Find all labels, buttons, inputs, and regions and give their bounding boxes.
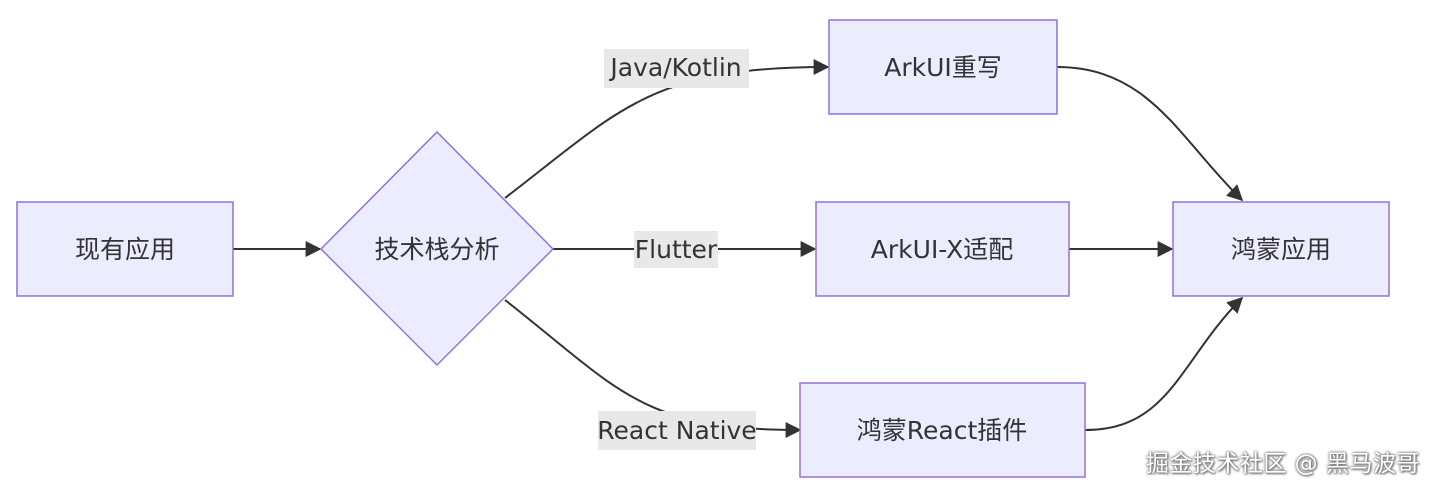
edge-analysis-to-react (504, 299, 802, 438)
node-harmony-app-label: 鸿蒙应用 (1231, 235, 1331, 264)
node-arkui-x-label: ArkUI-X适配 (871, 235, 1013, 264)
node-harmony-app: 鸿蒙应用 (1172, 201, 1390, 297)
node-existing-app: 现有应用 (16, 201, 234, 297)
edge-react-to-harmony (1084, 296, 1244, 431)
edge-analysis-to-arkui (504, 59, 830, 199)
edge-label-bg-react-native (598, 411, 756, 450)
node-arkui-rewrite-label: ArkUI重写 (884, 53, 1002, 82)
edge-arkui-to-harmony (1056, 66, 1244, 202)
edge-label-bg-flutter (634, 231, 718, 268)
edge-label-react-native: React Native (597, 416, 756, 445)
node-tech-stack-analysis: 技术栈分析 (319, 130, 555, 367)
edge-label-flutter: Flutter (635, 235, 718, 264)
node-tech-stack-analysis-label: 技术栈分析 (374, 235, 499, 264)
node-arkui-x: ArkUI-X适配 (815, 201, 1070, 297)
node-existing-app-label: 现有应用 (75, 235, 175, 264)
node-react-plugin-label: 鸿蒙React插件 (857, 416, 1028, 445)
edge-label-java-kotlin: Java/Kotlin (608, 53, 741, 82)
node-react-plugin: 鸿蒙React插件 (799, 382, 1086, 478)
watermark: 掘金技术社区 @ 黑马波哥 (1145, 451, 1420, 477)
node-arkui-rewrite: ArkUI重写 (828, 19, 1058, 115)
edge-label-bg-java (604, 49, 749, 88)
